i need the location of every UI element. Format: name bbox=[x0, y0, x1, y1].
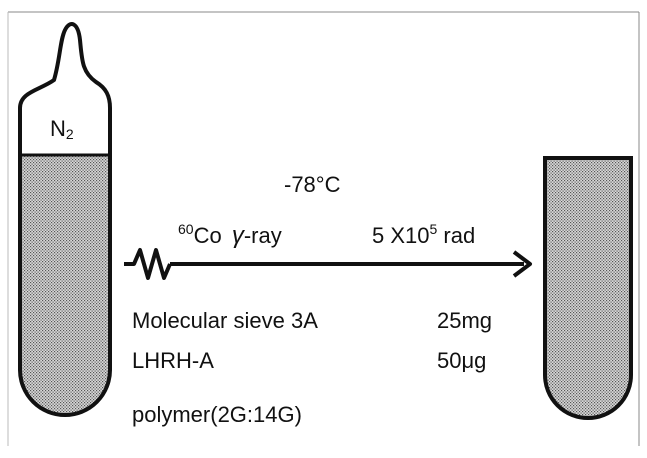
product-tube bbox=[543, 156, 633, 420]
radiation-source-label: 60Co γ-ray bbox=[178, 222, 282, 248]
reaction-arrow-head-icon bbox=[512, 250, 532, 278]
gas-label: N2 bbox=[50, 116, 74, 142]
temperature-label: -78°C bbox=[284, 172, 341, 197]
material-amount-1: 25mg bbox=[437, 308, 493, 333]
radiation-zigzag-icon bbox=[124, 248, 172, 280]
dose-exponent: 5 bbox=[429, 221, 438, 237]
polymer-label: polymer(2G:14G) bbox=[132, 402, 302, 427]
ampoule-contents-fill bbox=[20, 155, 110, 415]
sealed-ampoule-outline bbox=[18, 22, 112, 417]
gamma-symbol: γ bbox=[231, 222, 244, 249]
gas-subscript: 2 bbox=[65, 126, 74, 142]
ray-text: -ray bbox=[243, 223, 282, 248]
material-name-2: LHRH-A bbox=[132, 348, 214, 373]
isotope-mass-number: 60 bbox=[178, 221, 194, 237]
isotope-symbol: Co bbox=[193, 223, 222, 248]
dose-unit: rad bbox=[443, 223, 476, 248]
material-name-1: Molecular sieve 3A bbox=[132, 308, 318, 333]
gas-symbol: N bbox=[50, 116, 66, 141]
dose-prefix: 5 X10 bbox=[372, 223, 430, 248]
material-amount-2: 50μg bbox=[437, 348, 487, 373]
radiation-dose-label: 5 X105 rad bbox=[372, 222, 475, 247]
